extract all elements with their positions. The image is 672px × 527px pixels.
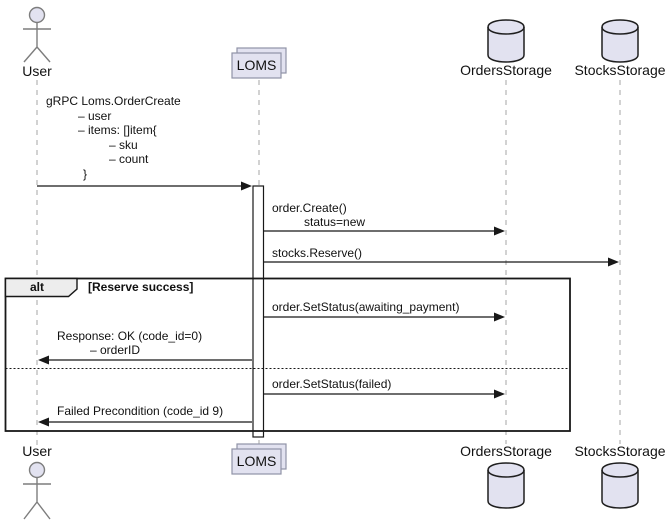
participant-stocks-bottom: StocksStorage	[574, 443, 666, 459]
database-icon	[601, 462, 639, 509]
alt-guard-label: [Reserve success]	[88, 280, 194, 294]
message-create-order-line1: gRPC Loms.OrderCreate	[46, 94, 181, 108]
alt-operator-pentagon	[4, 277, 78, 298]
arrow-stocks-reserve	[263, 257, 619, 267]
participant-loms-bottom: LOMS	[236, 453, 277, 469]
participant-orders-bottom: OrdersStorage	[460, 443, 552, 459]
message-create-order-line6: }	[83, 167, 88, 181]
database-icon	[487, 19, 525, 63]
message-order-create-line2: status=new	[304, 215, 366, 229]
arrow-create-order	[37, 181, 252, 191]
participant-orders-top: OrdersStorage	[460, 62, 552, 78]
arrow-order-create	[263, 226, 505, 236]
message-response-ok-line2: – orderID	[90, 343, 141, 357]
message-set-status-awaiting: order.SetStatus(awaiting_payment)	[272, 300, 460, 314]
actor-icon	[23, 461, 51, 520]
database-icon	[487, 462, 525, 509]
message-failed-precondition: Failed Precondition (code_id 9)	[57, 404, 224, 418]
participant-user-bottom: User	[22, 443, 52, 459]
alt-operator-label: alt	[29, 280, 44, 294]
database-icon	[601, 19, 639, 63]
message-response-ok-line1: Response: OK (code_id=0)	[57, 329, 203, 343]
message-stocks-reserve: stocks.Reserve()	[272, 246, 363, 260]
collections-icon	[231, 443, 287, 475]
message-set-status-failed: order.SetStatus(failed)	[272, 377, 392, 391]
message-create-order-line5: – count	[109, 152, 149, 166]
activation-bar-loms	[252, 185, 265, 438]
actor-icon	[23, 6, 51, 63]
participant-user-top: User	[22, 63, 52, 79]
message-create-order-line2: – user	[78, 109, 112, 123]
participant-stocks-top: StocksStorage	[574, 62, 666, 78]
message-order-create-line1: order.Create()	[272, 201, 347, 215]
message-create-order-line3: – items: []item{	[78, 123, 157, 137]
alt-frame	[4, 277, 571, 432]
participant-loms-top: LOMS	[236, 57, 277, 73]
arrow-set-status-awaiting	[263, 312, 505, 322]
collections-icon	[231, 47, 287, 79]
arrow-set-status-failed	[263, 389, 505, 399]
message-create-order-line4: – sku	[109, 138, 138, 152]
arrow-response-ok	[38, 355, 252, 365]
arrow-failed-precondition	[38, 417, 252, 427]
